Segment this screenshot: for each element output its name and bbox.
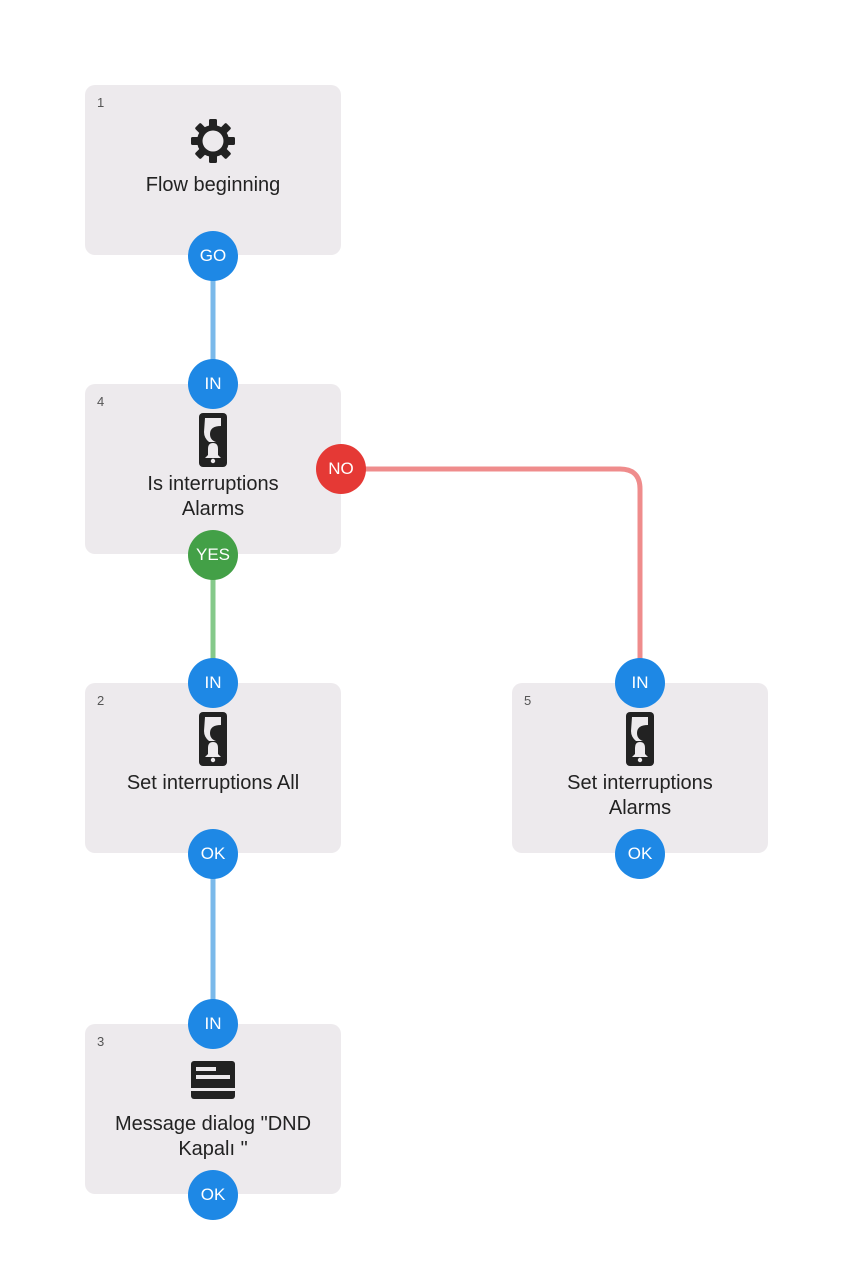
phone-bell-icon (625, 711, 655, 772)
flow-block-set-interruptions-alarms[interactable]: 5 Set interruptions Alarms (512, 683, 768, 853)
wire-no-to-in (341, 466, 643, 683)
block-label: Is interruptions Alarms (147, 473, 279, 520)
block-number: 1 (97, 95, 105, 110)
port-ok[interactable]: OK (615, 829, 665, 879)
flow-block-flow-beginning[interactable]: 1 Flow beginning (85, 85, 341, 255)
block-number: 4 (97, 394, 105, 409)
block-number: 2 (97, 693, 105, 708)
gear-icon (189, 117, 237, 170)
block-label: Flow beginning (145, 174, 281, 196)
port-yes[interactable]: YES (188, 530, 238, 580)
port-ok[interactable]: OK (188, 1170, 238, 1220)
phone-bell-icon (198, 711, 228, 772)
block-label: Set interruptions All (126, 772, 300, 794)
block-number: 5 (524, 693, 532, 708)
port-in[interactable]: IN (615, 658, 665, 708)
flow-block-set-interruptions-all[interactable]: 2 Set interruptions All (85, 683, 341, 853)
port-ok[interactable]: OK (188, 829, 238, 879)
block-number: 3 (97, 1034, 105, 1049)
port-in[interactable]: IN (188, 359, 238, 409)
flow-block-is-interruptions[interactable]: 4 Is interruptions Alarms (85, 384, 341, 554)
message-dialog-icon (190, 1060, 236, 1105)
flow-block-message-dialog[interactable]: 3 Message dialog "DND Kapalı " (85, 1024, 341, 1194)
block-label: Message dialog "DND Kapalı " (114, 1113, 312, 1160)
block-label: Set interruptions Alarms (567, 772, 713, 819)
port-go[interactable]: GO (188, 231, 238, 281)
port-no[interactable]: NO (316, 444, 366, 494)
port-in[interactable]: IN (188, 999, 238, 1049)
port-in[interactable]: IN (188, 658, 238, 708)
phone-bell-icon (198, 412, 228, 473)
